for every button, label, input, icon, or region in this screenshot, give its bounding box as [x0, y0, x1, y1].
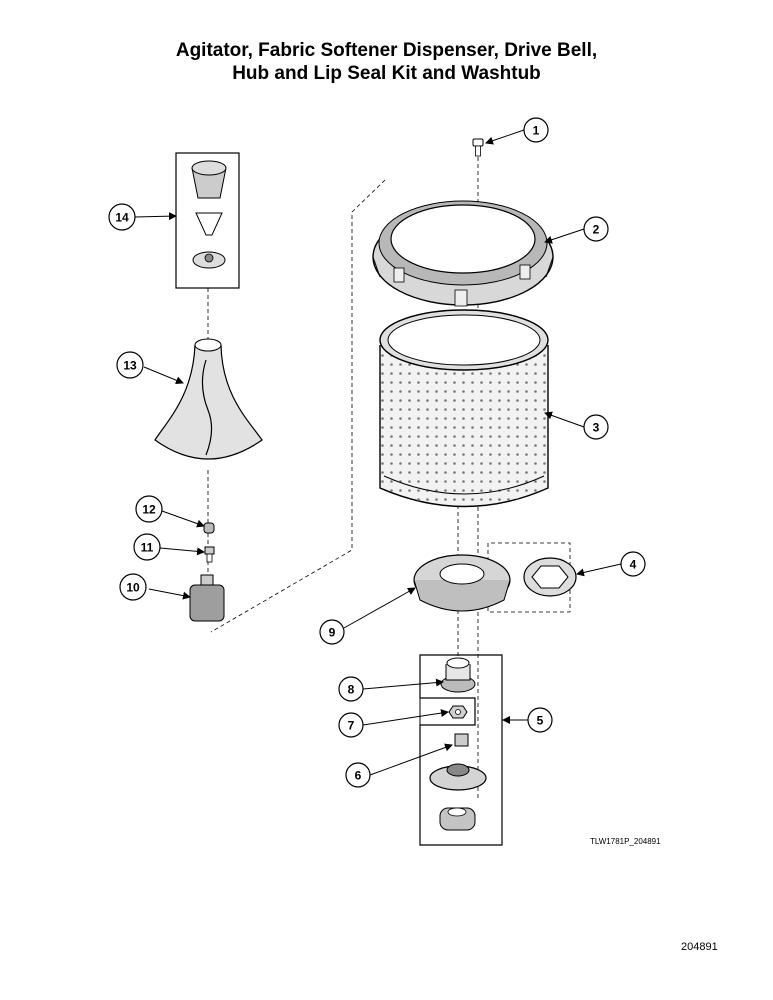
illustration-reference-code: TLW1781P_204891	[590, 837, 661, 846]
callout-14: 14	[108, 203, 136, 231]
callout-13: 13	[116, 351, 144, 379]
page-number: 204891	[681, 941, 718, 953]
svg-text:14: 14	[115, 211, 129, 225]
callout-10: 10	[119, 573, 147, 601]
dispenser-kit-box	[175, 152, 240, 289]
svg-text:2: 2	[593, 223, 600, 237]
callout-5: 5	[527, 707, 553, 733]
callout-3: 3	[583, 414, 609, 440]
page-title-line-1: Agitator, Fabric Softener Dispenser, Dri…	[175, 40, 598, 61]
part-13-agitator	[154, 338, 263, 460]
nut-kit-box	[419, 697, 476, 726]
svg-text:1: 1	[533, 124, 540, 138]
svg-text:9: 9	[329, 626, 336, 640]
part-12-cap	[203, 522, 215, 534]
callout-7: 7	[338, 712, 364, 738]
part-10-auger	[189, 574, 225, 622]
part-4-seal	[523, 557, 577, 597]
svg-text:8: 8	[348, 683, 355, 697]
svg-text:13: 13	[123, 359, 137, 373]
callout-11: 11	[133, 533, 161, 561]
callout-leaders	[134, 129, 622, 776]
page-title-line-2: Hub and Lip Seal Kit and Washtub	[232, 63, 541, 84]
svg-text:12: 12	[142, 503, 156, 517]
svg-text:10: 10	[126, 581, 140, 595]
svg-text:3: 3	[593, 421, 600, 435]
part-11-bolt	[204, 546, 215, 563]
callout-2: 2	[583, 216, 609, 242]
part-3-washtub	[379, 309, 549, 508]
callout-9: 9	[319, 619, 345, 645]
part-14-softener-dispenser	[191, 160, 227, 269]
svg-text:11: 11	[141, 541, 154, 555]
svg-text:7: 7	[348, 719, 355, 733]
callout-6: 6	[345, 762, 371, 788]
svg-text:4: 4	[630, 558, 637, 572]
part-7-nut	[448, 705, 468, 719]
part-6-seal-kit	[429, 733, 487, 831]
callout-1: 1	[523, 117, 549, 143]
callout-12: 12	[135, 495, 163, 523]
svg-text:5: 5	[537, 714, 544, 728]
part-1-screw	[472, 138, 484, 157]
part-2-tub-ring	[372, 200, 554, 307]
svg-text:6: 6	[355, 769, 362, 783]
callout-8: 8	[338, 676, 364, 702]
part-9-drive-bell	[413, 554, 511, 612]
callout-4: 4	[620, 551, 646, 577]
part-8-hub	[440, 657, 476, 693]
